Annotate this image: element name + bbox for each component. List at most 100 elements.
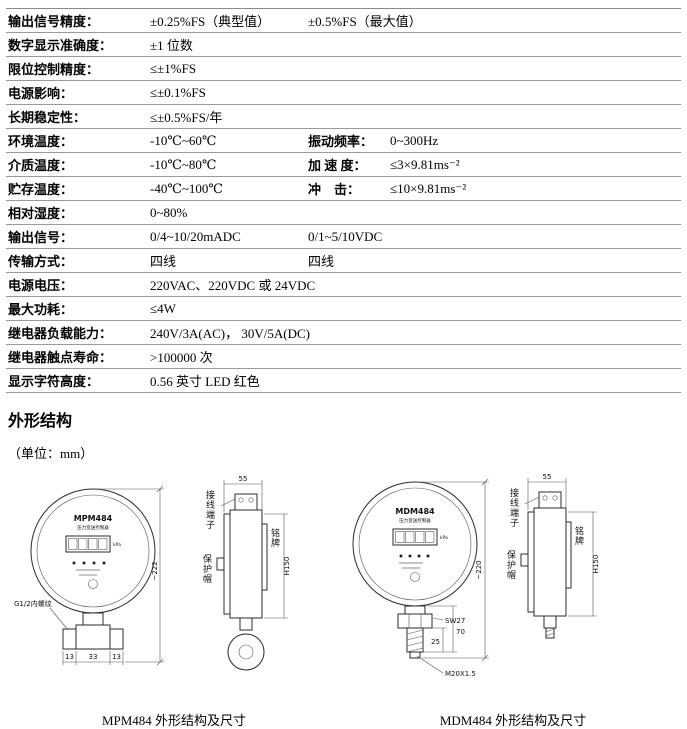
spec-value: 0.56 英寸 LED 红色 [148,368,306,393]
spec-label: 介质温度： [6,152,148,177]
spec-value: ≤4W [148,296,306,321]
spec-value: ±1 位数 [148,32,306,57]
spec-label: 输出信号精度： [6,8,148,33]
terminal-label: 接线端子 [509,488,519,528]
spec-value: 0/4~10/20mADC [148,224,306,249]
spec-label: 显示字符高度： [6,368,148,393]
gauge-face-subtitle: 压力变送控制器 [399,517,431,524]
dim-depth: 55 [543,473,552,481]
spec-value-2 [306,368,681,393]
section-title: 外形结构 [8,413,73,430]
spec-row: 继电器负载能力： 240V/3A(AC)， 30V/5A(DC) [6,320,681,345]
case-body [533,507,567,617]
spec-label: 贮存温度： [6,176,148,201]
mpm484-height-dim: ~222 [98,485,164,666]
spec-label: 数字显示准确度： [6,32,148,57]
spec-row: 数字显示准确度： ±1 位数 [6,32,681,57]
gauge-face-title: MPM484 [74,514,113,523]
protective-cap [216,557,225,571]
gauge-face-subtitle: 压力变送控制器 [77,524,109,531]
nameplate-strip [565,521,572,589]
spec-value: ≤±0.5%FS/年 [148,104,306,129]
spec-row: 长期稳定性： ≤±0.5%FS/年 [6,104,681,129]
gauge-outer-ring [30,488,156,614]
spec-value-2 [306,296,681,321]
spec-value-2 [306,344,681,369]
dim-33: 33 [89,653,98,661]
indicator-dot [72,561,76,565]
spec-value: 0~80% [148,200,306,225]
thread-spec-label: M20X1.5 [445,670,476,678]
spec-value: 240V/3A(AC)， 30V/5A(DC) [148,320,310,345]
gauge-unit-label: kPa [440,535,448,541]
spec-row: 相对湿度： 0~80% [6,200,681,225]
spec-label: 长期稳定性： [6,104,148,129]
spec-label: 传输方式： [6,248,148,273]
spec-value: -10℃~60℃ [148,128,306,153]
spec-row: 限位控制精度： ≤±1%FS [6,56,681,81]
indicator-dot [92,561,96,565]
spec-label-2: 加 速 度： [306,152,388,177]
mpm484-side-view: 55 H150 [216,475,291,671]
dim-case-height: H150 [592,555,600,574]
mpm484-bottom-connection: G1/2内螺纹 [14,599,124,650]
spec-value: 四线 [148,248,306,273]
spec-label: 继电器负载能力： [6,320,148,345]
dim-stem-length: 70 [456,628,465,636]
spec-label: 输出信号： [6,224,148,249]
side-port-right [109,628,124,650]
spec-value-2 [306,80,681,105]
dim-thread-length: 25 [431,638,440,646]
cap-label: 保护帽 [506,550,516,580]
connector-ring [227,633,265,671]
nameplate-label: 铭牌 [270,528,280,548]
mdm484-stem-dims: 70 25 [422,605,465,653]
spec-label-2: 冲 击： [306,176,388,201]
spec-value-2 [306,320,681,345]
spec-row: 显示字符高度： 0.56 英寸 LED 红色 [6,368,681,393]
terminal-block [234,493,258,511]
spec-value-2: 0~300Hz [388,128,681,153]
spec-value: ≤±1%FS [148,56,306,81]
spec-value-2: 0/1~5/10VDC [306,224,681,249]
indicator-dot [417,554,421,558]
dim-total-height: ~220 [475,560,483,579]
spec-label-2 [306,200,388,225]
spec-row: 输出信号精度： ±0.25%FS（典型值） ±0.5%FS（最大值） [6,8,681,33]
mdm484-front-view: MDM484 压力变送控制器 kPa [352,481,478,607]
mdm484-bottom-connection: SW27 M20X1.5 [397,605,476,678]
mpm484-svg: MPM484 压力变送控制器 kPa [14,475,291,671]
spec-row: 传输方式： 四线 四线 [6,248,681,273]
spec-value-2: 四线 [306,248,681,273]
protective-cap [520,553,529,567]
spec-value: -10℃~80℃ [148,152,306,177]
mdm484-svg: MDM484 压力变送控制器 kPa [352,473,600,678]
spec-label: 继电器触点寿命： [6,344,148,369]
case-body [229,509,263,619]
spec-label: 电源电压： [6,272,148,297]
spec-row: 贮存温度： -40℃~100℃ 冲 击： ≤10×9.81ms⁻² [6,176,681,201]
spec-row: 继电器触点寿命： >100000 次 [6,344,681,369]
gauge-inner-ring [36,494,150,608]
indicator-dot [408,554,412,558]
gauge-inner-ring [358,487,472,601]
unit-note: （单位：mm） [8,446,94,461]
spec-value-2 [306,104,681,129]
outline-drawings: MPM484 压力变送控制器 kPa [6,466,681,729]
spec-value-2: ≤10×9.81ms⁻² [388,176,681,201]
dim-case-height: H150 [283,557,291,576]
spec-label: 环境温度： [6,128,148,153]
spec-value: -40℃~100℃ [148,176,306,201]
indicator-dot [426,554,430,558]
terminal-label: 接线端子 [205,490,215,530]
nameplate-label: 铭牌 [574,526,584,546]
spec-value-2: ±0.5%FS（最大值） [306,8,681,33]
spec-row: 输出信号： 0/4~10/20mADC 0/1~5/10VDC [6,224,681,249]
spec-row: 电源影响： ≤±0.1%FS [6,80,681,105]
wrench-size-label: SW27 [445,617,465,625]
dim-13-right: 13 [112,653,121,661]
spec-row: 最大功耗： ≤4W [6,296,681,321]
mpm484-bottom-dims: 13 33 13 [62,651,124,665]
mpm484-front-view: MPM484 压力变送控制器 kPa [30,488,156,614]
